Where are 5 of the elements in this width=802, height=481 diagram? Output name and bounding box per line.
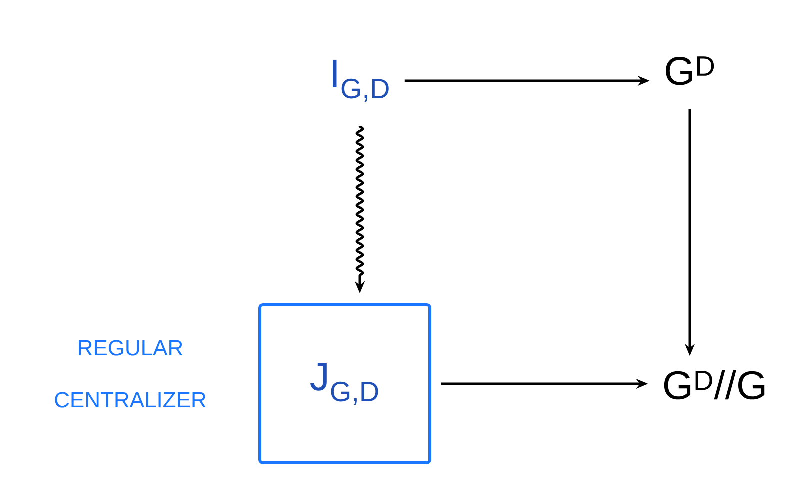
side-label: REGULAR CENTRALIZER xyxy=(55,340,206,408)
symbol-label: G$^{D}$ xyxy=(666,56,714,86)
symbol-label: I$_{G,D}$ xyxy=(333,60,389,102)
box: J$_{G,D}$ xyxy=(258,303,432,464)
symbol-label: G$^{D}$//G xyxy=(664,370,765,400)
